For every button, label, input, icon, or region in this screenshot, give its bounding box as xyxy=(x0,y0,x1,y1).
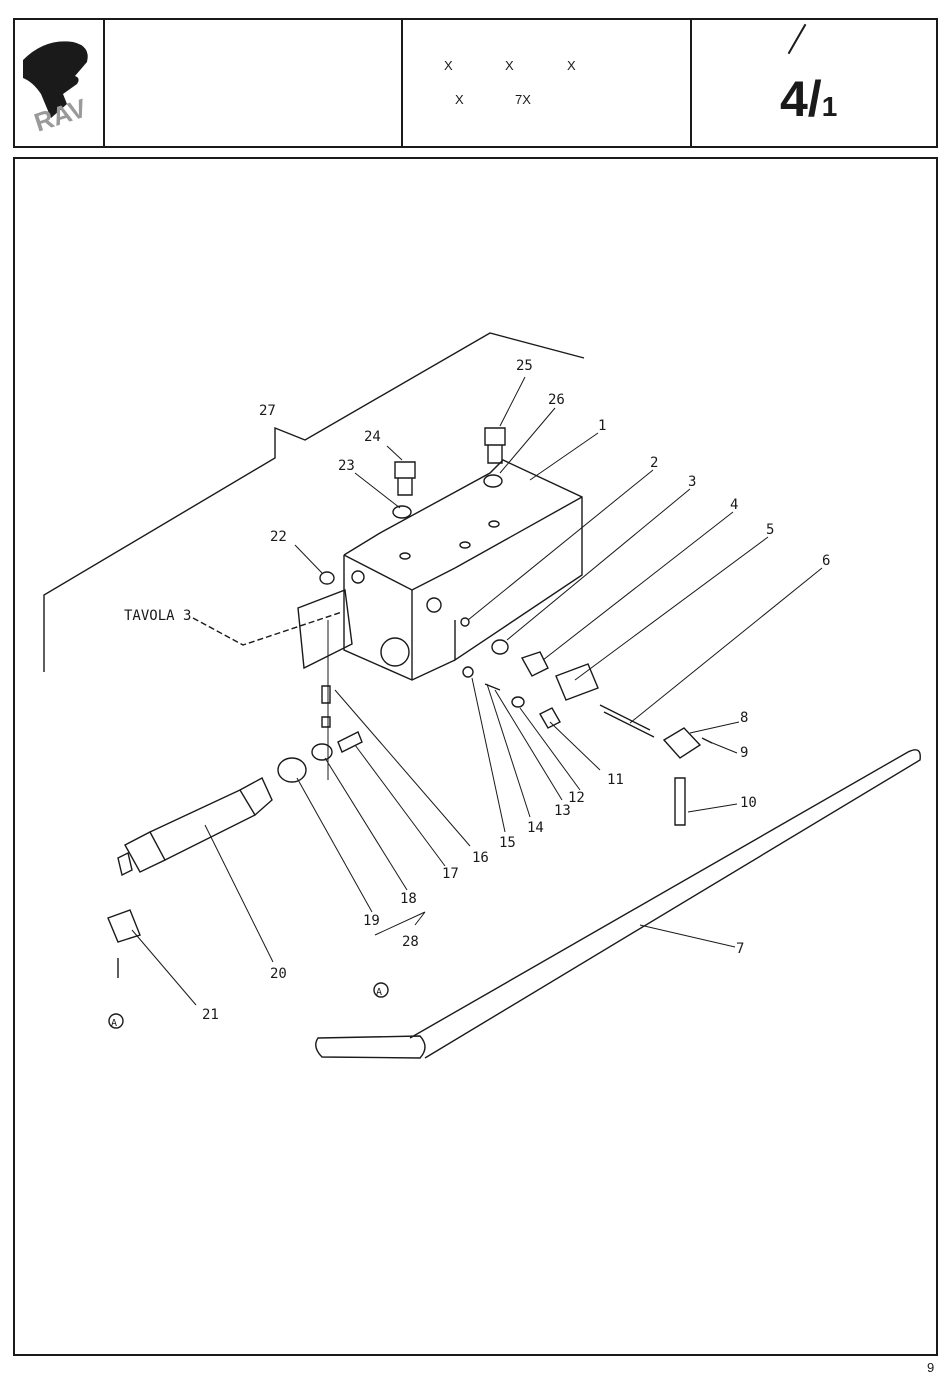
valve-block xyxy=(344,460,582,680)
part-label-7: 7 xyxy=(736,941,744,957)
svg-text:A: A xyxy=(376,987,382,998)
plate-21 xyxy=(108,910,140,978)
part-label-28: 28 xyxy=(402,934,419,950)
part-label-10: 10 xyxy=(740,795,757,811)
spring-16 xyxy=(322,686,330,727)
part-label-22: 22 xyxy=(270,529,287,545)
part-label-1: 1 xyxy=(598,418,606,434)
check-valve-parts xyxy=(463,667,560,728)
cylinder-20 xyxy=(118,778,272,875)
washer-26 xyxy=(484,475,502,487)
bracket-28 xyxy=(375,912,425,935)
part-label-27: 27 xyxy=(259,403,276,419)
detail-marker-2: A xyxy=(374,983,388,998)
o-ring-18 xyxy=(312,744,332,760)
part-label-8: 8 xyxy=(740,710,748,726)
page-number: 9 xyxy=(927,1360,934,1375)
part-label-14: 14 xyxy=(527,820,544,836)
screw-25 xyxy=(485,428,505,463)
part-label-19: 19 xyxy=(363,913,380,929)
screw-24 xyxy=(395,462,415,495)
part-label-17: 17 xyxy=(442,866,459,882)
washer-23 xyxy=(393,506,411,518)
part-label-11: 11 xyxy=(607,772,624,788)
part-label-6: 6 xyxy=(822,553,830,569)
tavola-reference-label: TAVOLA 3 xyxy=(124,608,191,624)
part-label-21: 21 xyxy=(202,1007,219,1023)
part-label-16: 16 xyxy=(472,850,489,866)
part-label-25: 25 xyxy=(516,358,533,374)
part-label-4: 4 xyxy=(730,497,738,513)
part-label-24: 24 xyxy=(364,429,381,445)
part-label-15: 15 xyxy=(499,835,516,851)
part-label-2: 2 xyxy=(650,455,658,471)
tavola-leader xyxy=(193,612,342,645)
part-label-13: 13 xyxy=(554,803,571,819)
detail-marker-1: A xyxy=(109,1014,123,1029)
leader-lines xyxy=(132,377,822,1005)
spool-parts xyxy=(461,618,712,758)
part-label-5: 5 xyxy=(766,522,774,538)
part-label-26: 26 xyxy=(548,392,565,408)
part-label-9: 9 xyxy=(740,745,748,761)
bolt-10 xyxy=(675,778,685,825)
part-label-20: 20 xyxy=(270,966,287,982)
part-label-3: 3 xyxy=(688,474,696,490)
part-label-23: 23 xyxy=(338,458,355,474)
part-label-18: 18 xyxy=(400,891,417,907)
o-ring-19 xyxy=(278,758,306,782)
svg-text:A: A xyxy=(111,1018,117,1029)
plug-22 xyxy=(320,572,334,584)
